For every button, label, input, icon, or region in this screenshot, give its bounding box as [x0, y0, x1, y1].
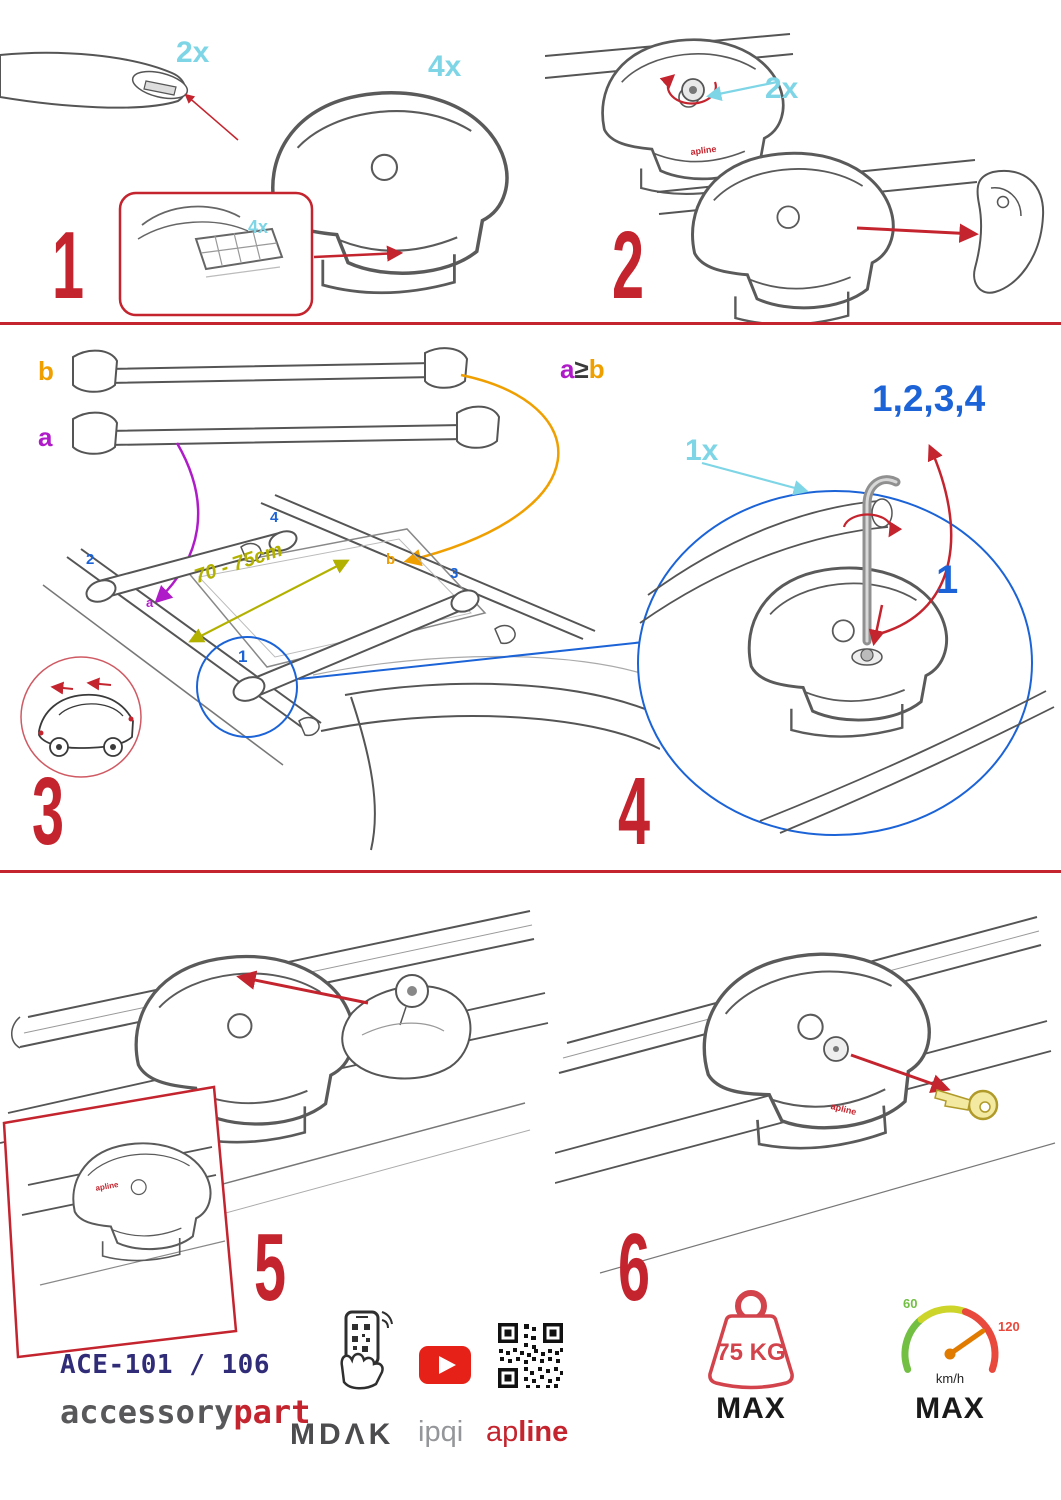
step1-foot-qty-label: 4x	[428, 50, 462, 83]
step3-illustration	[20, 347, 660, 851]
position-b-label: b	[386, 551, 396, 568]
distance-arrow	[188, 559, 350, 643]
brand-apline-label: apline	[486, 1418, 568, 1447]
condition-operator: ≥	[574, 354, 589, 384]
step4-tool-qty-label: 1x	[685, 434, 719, 467]
red-arrow	[184, 93, 239, 141]
speedometer-needle	[947, 1328, 986, 1357]
speed-max-label: MAX	[915, 1392, 985, 1425]
step1-bar-qty-label: 2x	[176, 36, 210, 69]
claw-part	[973, 169, 1045, 294]
condition-b: b	[588, 354, 605, 384]
position-4-label: 4	[270, 509, 279, 526]
mounted-bar-b	[245, 591, 471, 699]
rotate-arrow	[842, 513, 903, 538]
step5-illustration	[0, 910, 549, 1359]
bolt	[860, 648, 874, 662]
tighten-order-label: 1,2,3,4	[872, 378, 986, 419]
brand-part-text: part	[233, 1393, 311, 1431]
first-position-label: 1	[936, 558, 959, 602]
youtube-icon	[419, 1346, 471, 1384]
step1-number: 1	[52, 212, 85, 319]
weight-limit-icon	[708, 1290, 794, 1390]
step3-number: 3	[32, 758, 65, 865]
cyan-pointer-arrow	[705, 80, 778, 102]
speed-high-label: 120	[998, 1319, 1020, 1334]
rubber-pad	[194, 227, 284, 271]
right-roof-rail	[260, 494, 596, 640]
position-a-label: a	[146, 595, 154, 610]
red-arrow	[313, 245, 404, 262]
foot-drawing	[691, 151, 895, 325]
brand-mdak-label: MDΛK	[290, 1418, 395, 1451]
brand-accessorypart: accessorypart	[60, 1396, 310, 1428]
step2-key-qty-label: 2x	[765, 72, 799, 105]
step4-number: 4	[618, 758, 651, 865]
step6-number: 6	[618, 1214, 651, 1321]
phone-scan-icon	[340, 1310, 393, 1390]
orange-guide-arrow	[403, 373, 560, 567]
cyan-pointer-arrow	[701, 461, 809, 496]
speed-low-label: 60	[903, 1296, 918, 1311]
qr-code-icon	[498, 1323, 563, 1388]
foot-drawing	[696, 945, 939, 1157]
weight-max-label: MAX	[716, 1392, 786, 1425]
blue-zoom-arrow	[298, 635, 656, 680]
brand-accessory-text: accessory	[60, 1393, 234, 1431]
weight-value-label: 75 KG	[716, 1339, 786, 1366]
position-2-label: 2	[86, 551, 95, 568]
step1-illustration	[0, 51, 509, 317]
condition-a: a	[560, 354, 575, 384]
crossbar-b	[105, 361, 437, 385]
step2-number: 2	[612, 212, 645, 319]
brand-ipqi-label: ipqi	[418, 1416, 464, 1448]
condition-label: a≥b	[560, 356, 605, 382]
position-3-label: 3	[450, 565, 459, 582]
red-arrow	[850, 1053, 951, 1093]
red-arrow	[856, 223, 979, 243]
product-model-label: ACE-101 / 106	[60, 1350, 270, 1380]
red-sequence-arrow	[881, 444, 953, 635]
windshield	[320, 682, 660, 750]
brand-ap-text: ap	[486, 1416, 519, 1448]
red-arrow	[86, 677, 112, 691]
step2-illustration	[545, 33, 1045, 325]
red-arrow	[236, 970, 369, 1005]
step1-pad-qty-label: 4x	[248, 217, 269, 237]
section-divider	[0, 870, 1061, 873]
red-arrow	[868, 604, 885, 647]
purple-guide-arrow	[154, 442, 200, 604]
key-icon	[934, 1089, 999, 1121]
zoom-circle	[196, 636, 298, 738]
step4-illustration	[637, 444, 1055, 836]
step5-number: 5	[254, 1214, 287, 1321]
speed-unit-label: km/h	[935, 1371, 965, 1386]
position-1-label: 1	[238, 647, 248, 666]
crossbar-a	[105, 423, 467, 447]
speed-limit-icon	[901, 1305, 999, 1373]
section-divider	[0, 322, 1061, 325]
brand-line-text: line	[518, 1416, 569, 1448]
bar-b-label: b	[38, 356, 54, 386]
bar-a-label: a	[38, 422, 53, 452]
red-arrow	[50, 681, 74, 695]
step6-illustration	[555, 916, 1056, 1274]
